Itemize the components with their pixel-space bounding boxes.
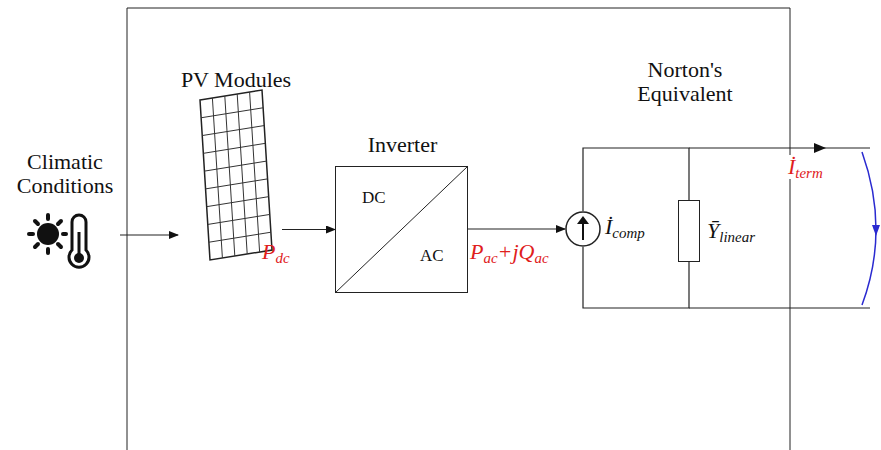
node-text: DC [362, 189, 386, 208]
node-title: İcomp [605, 215, 645, 239]
math-glyph: + [498, 239, 513, 264]
math-subscript: linear [719, 229, 755, 245]
inverter-diagonal [335, 166, 468, 293]
math-subscript: ac [534, 250, 548, 266]
outer-frame [127, 8, 790, 450]
flow-label: Pac+jQac [470, 240, 549, 264]
current-source: İcomp [565, 211, 601, 247]
node-title: Ȳlinear [707, 219, 755, 243]
output-wire [689, 307, 870, 308]
node-title: Climatic Conditions [10, 150, 120, 198]
math-glyph: Q [519, 239, 535, 264]
climate-input: Climatic Conditions [10, 150, 120, 270]
connector [468, 228, 565, 229]
connector [583, 148, 689, 211]
pv-modules: PV Modules [178, 66, 294, 260]
admittance-box: Ȳlinear [678, 200, 700, 262]
flow-label: Pdc [262, 240, 290, 264]
math-glyph: İ [788, 154, 795, 179]
sun-icon [29, 215, 66, 253]
math-subscript: dc [275, 250, 289, 266]
node-title: PV Modules [178, 68, 294, 92]
inverter-box: InverterDCAC [335, 166, 468, 293]
thermometer-icon [69, 215, 89, 267]
math-glyph: P [262, 239, 275, 264]
math-glyph: İ [605, 214, 612, 239]
node-title: Inverter [336, 133, 469, 157]
current-source-symbol [565, 211, 601, 247]
math-subscript: ac [483, 250, 497, 266]
connector [583, 247, 689, 308]
connector [282, 229, 335, 230]
section-title: Norton's Equivalent [623, 58, 747, 106]
node-text: AC [420, 247, 444, 266]
pv-panel [200, 90, 272, 260]
math-glyph: j [512, 239, 518, 264]
connector [120, 234, 178, 235]
current-arrow [814, 143, 826, 153]
math-glyph: P [470, 239, 483, 264]
math-subscript: term [795, 165, 822, 181]
voltage-arrow [872, 225, 880, 236]
output-wire [689, 147, 870, 148]
math-subscript: comp [612, 225, 644, 241]
current-label: İterm [786, 155, 825, 179]
math-glyph: Ȳ [707, 218, 719, 243]
